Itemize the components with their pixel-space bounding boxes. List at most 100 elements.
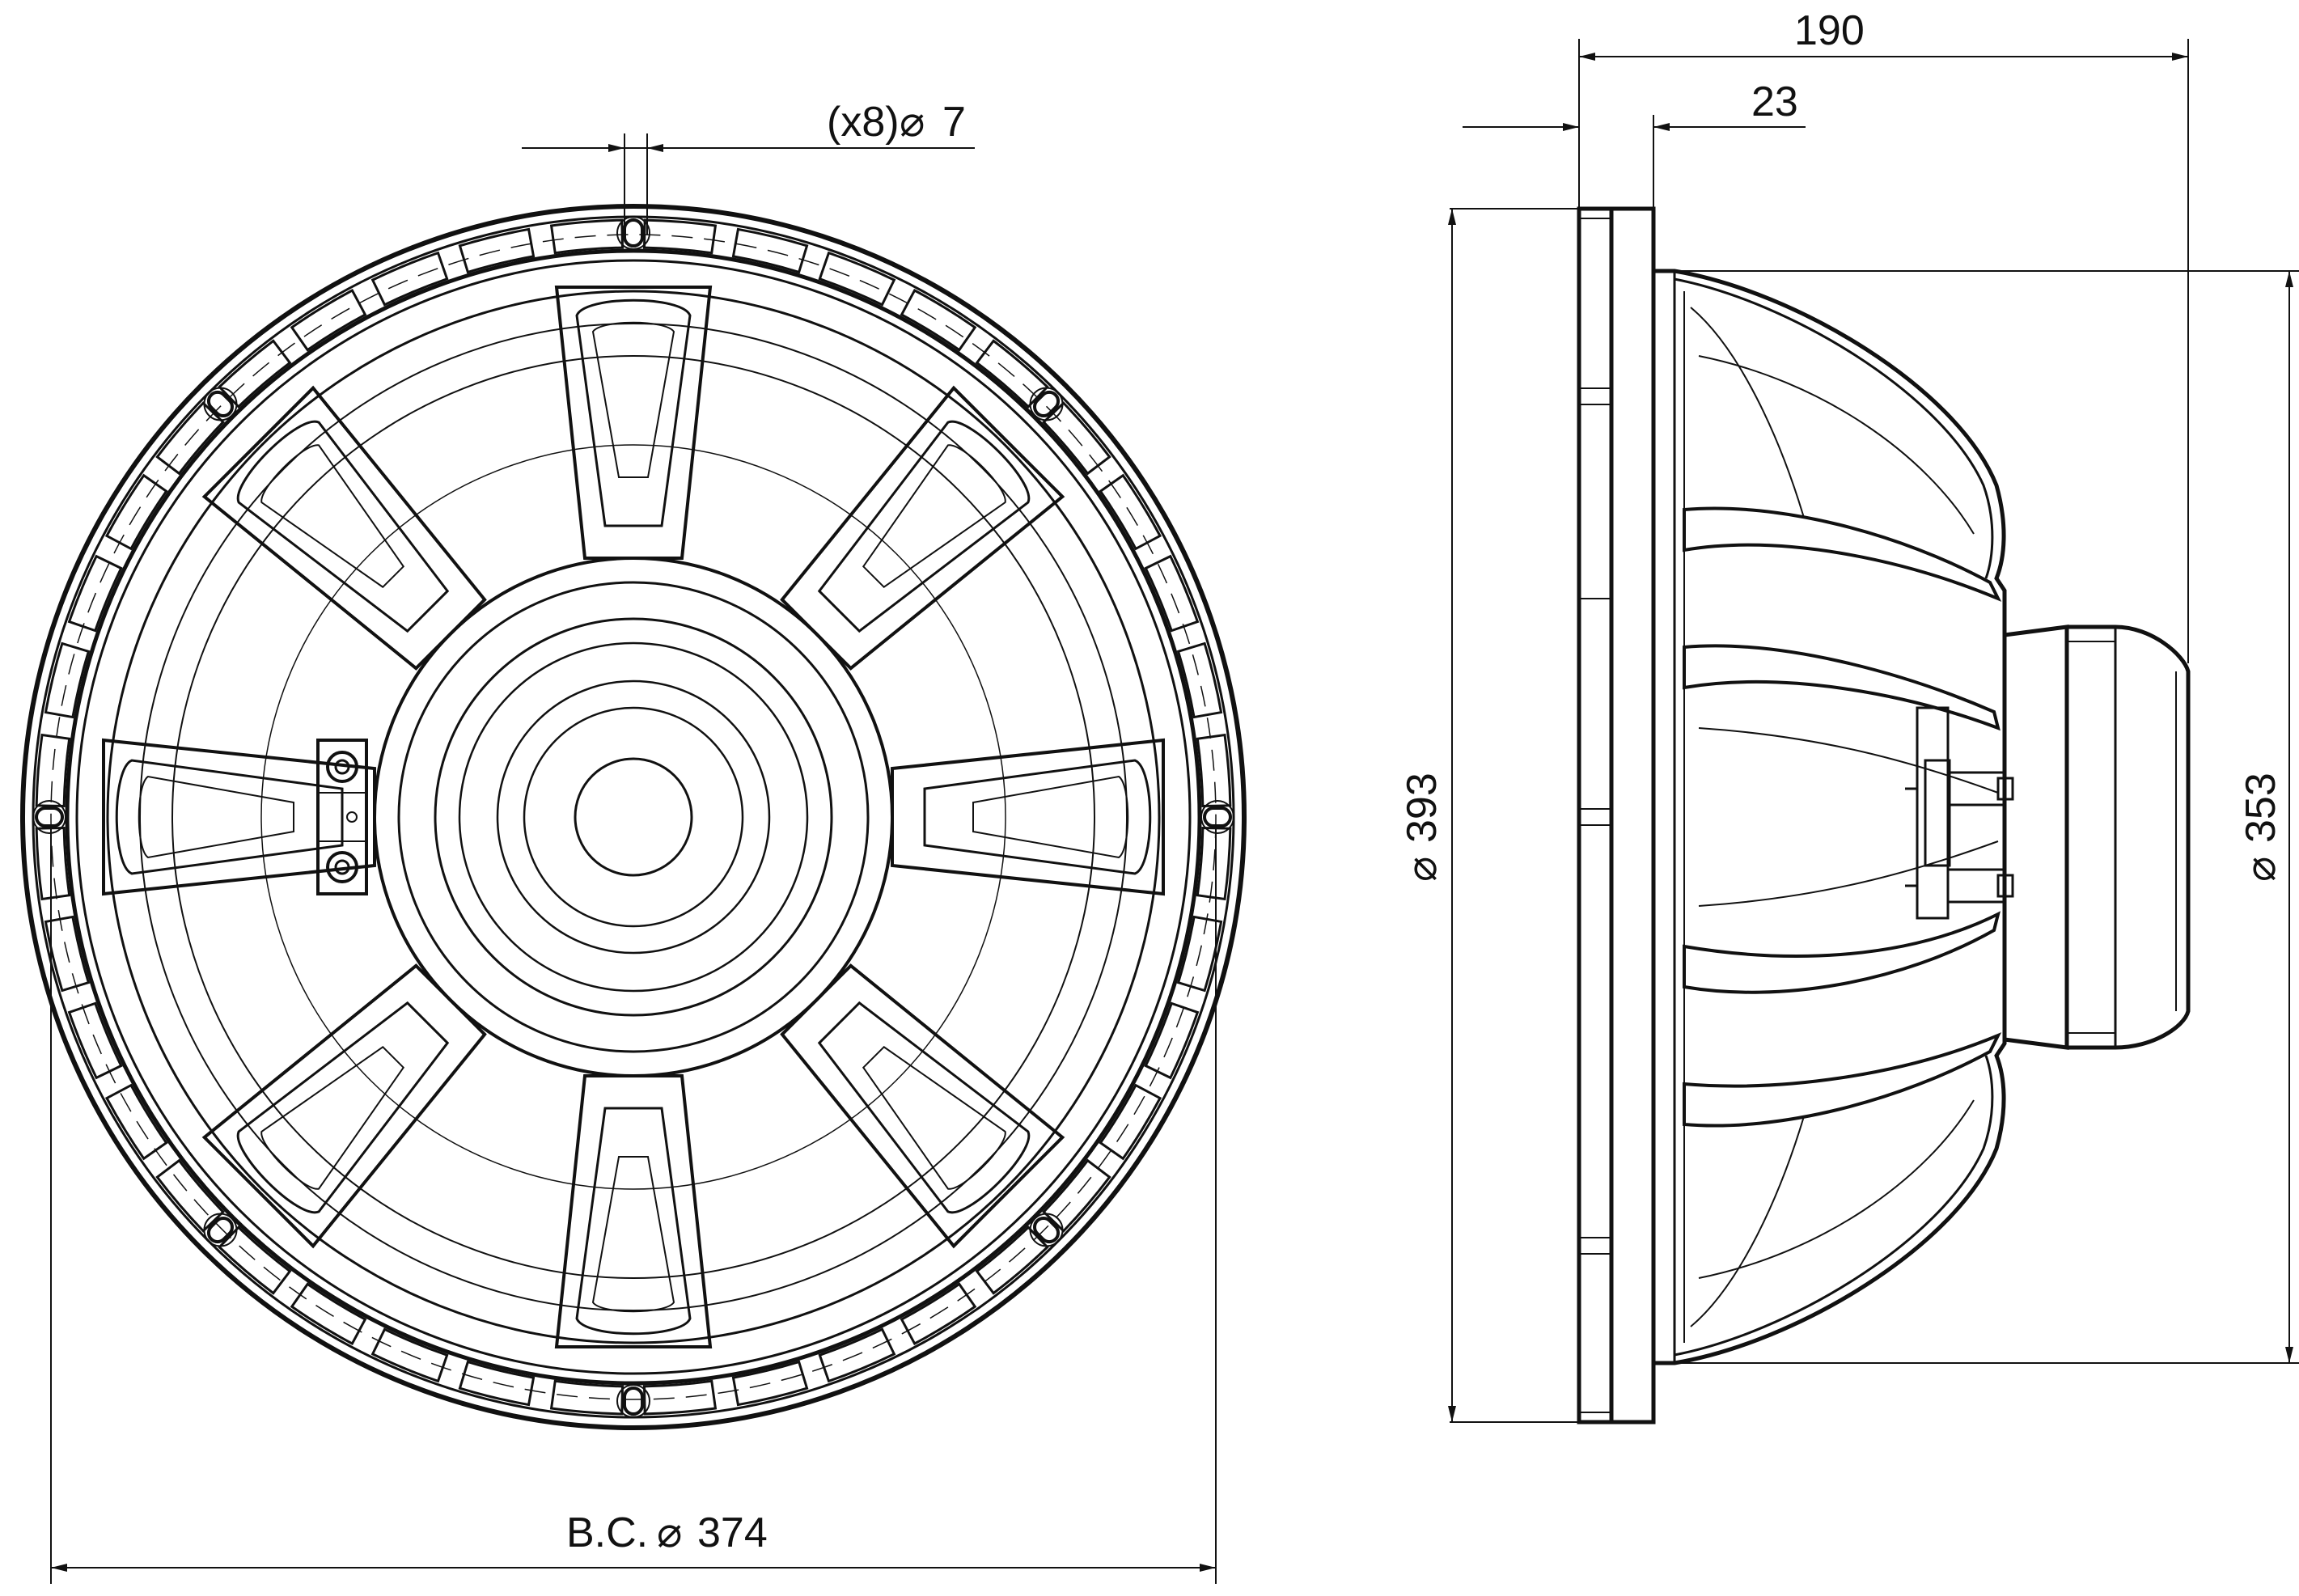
flange-slot (1176, 641, 1223, 719)
flange-slots (35, 218, 1232, 1416)
flange-slot (67, 1001, 123, 1080)
basket-spoke (102, 738, 376, 896)
flange-slot (35, 733, 71, 808)
basket-spoke (891, 738, 1165, 896)
flange-slot (1099, 1083, 1162, 1161)
mounting-hole (32, 800, 66, 835)
flange-slot (44, 641, 91, 719)
flange-slot (549, 218, 624, 255)
basket-diameter-symbol: ⌀ (2238, 857, 2284, 882)
flange-slot (458, 1360, 536, 1407)
flange-slot (818, 251, 896, 307)
motor-ring-2 (397, 581, 870, 1053)
flange-slot (1099, 473, 1162, 551)
flange-slot (549, 1379, 624, 1416)
flange-ring-4 (75, 259, 1192, 1375)
outer-diameter-symbol: ⌀ (1399, 857, 1446, 882)
bolt-circle-label: 374 (697, 1509, 768, 1556)
flange-rear-plate (1609, 206, 1656, 1425)
flange-slot (1042, 1158, 1111, 1233)
flange-slot (370, 1327, 449, 1383)
mounting-hole (1200, 799, 1234, 834)
basket-spoke (201, 385, 487, 671)
flange-slot (642, 218, 718, 255)
basket-spoke (554, 1074, 713, 1348)
flange-bolt-circle-dash (50, 234, 1217, 1400)
motor-ring-5 (496, 679, 771, 955)
pole-vent-ring (574, 757, 693, 877)
flange-slot (44, 915, 91, 993)
flange-slot (104, 1083, 168, 1161)
flange-slot (900, 288, 977, 352)
flange-slot (370, 251, 449, 307)
mounting-hole (1029, 387, 1064, 421)
flange-slot (155, 401, 225, 476)
side-view (1577, 206, 2191, 1425)
flange-slot (900, 1282, 977, 1346)
overall-depth-label: 190 (1794, 7, 1865, 54)
flange-slot (458, 227, 536, 274)
mounting-hole (1029, 1213, 1064, 1247)
flange-slot (290, 288, 367, 352)
flange-slot (731, 1360, 809, 1407)
flange-outer-ring (20, 204, 1247, 1430)
basket-spokes (102, 286, 1165, 1348)
flange-slot (290, 1282, 367, 1346)
dim-outer-diameter: ⌀ 393 (1399, 208, 1579, 1423)
flange-thickness-label: 23 (1751, 78, 1798, 125)
dim-basket-diameter: ⌀ 353 (1675, 270, 2299, 1364)
basket-spoke (201, 963, 487, 1249)
flange-slot (1144, 1001, 1200, 1080)
basket-ring-4 (260, 444, 1006, 1190)
flange-slot (67, 554, 123, 633)
basket-diameter-label: 353 (2238, 773, 2284, 843)
basket-outline (1653, 269, 2007, 1365)
flange-slot (975, 339, 1049, 409)
hole-count-label: (x8) (827, 99, 900, 146)
flange-slot (1042, 401, 1111, 476)
basket-spoke (554, 286, 713, 560)
flange-slot (818, 1327, 896, 1383)
flange-front-plate (1577, 206, 1614, 1425)
outer-diameter-label: 393 (1399, 773, 1446, 843)
hole-diameter-symbol: ⌀ (900, 99, 925, 146)
dim-hole-diameter: (x8) ⌀ 7 (522, 99, 975, 235)
flange-slot (35, 826, 71, 901)
dim-bolt-circle: B.C. ⌀ 374 (50, 825, 1217, 1584)
flange-slot (1144, 554, 1200, 633)
hole-diameter-label: 7 (942, 99, 966, 146)
flange-slot (218, 1226, 292, 1295)
flange-slot (218, 339, 292, 409)
mounting-hole (616, 1384, 651, 1418)
flange-slot (642, 1379, 718, 1416)
motor-can-side (2002, 624, 2191, 1050)
flange-slot (104, 473, 168, 551)
terminal-side (1905, 706, 2014, 920)
basket-spoke (780, 963, 1065, 1249)
dim-overall-depth: 190 (1578, 7, 2189, 663)
dim-flange-thickness: 23 (1463, 78, 1806, 209)
mounting-hole (203, 387, 238, 421)
flange-slot (1196, 733, 1232, 808)
bolt-circle-prefix: B.C. (566, 1509, 648, 1556)
motor-outer-ring (373, 557, 894, 1077)
mounting-hole (203, 1213, 238, 1247)
mounting-holes (32, 216, 1234, 1418)
flange-slot (731, 227, 809, 274)
basket-ring-2 (139, 323, 1128, 1311)
motor-ring-3 (434, 617, 833, 1017)
bolt-circle-symbol: ⌀ (657, 1509, 682, 1556)
flange-ring-2 (32, 215, 1235, 1419)
basket-spoke (780, 385, 1065, 671)
motor-ring-4 (458, 641, 809, 993)
flange-ring-3 (65, 248, 1202, 1386)
flange-tick-marks (1579, 387, 1611, 1255)
flange-slot (1196, 826, 1232, 901)
flange-slot (155, 1158, 225, 1233)
basket-ring-1 (106, 290, 1161, 1344)
front-view (20, 204, 1247, 1430)
motor-ring-6 (523, 706, 744, 928)
flange-slot (975, 1226, 1049, 1295)
terminal-block (316, 739, 368, 895)
